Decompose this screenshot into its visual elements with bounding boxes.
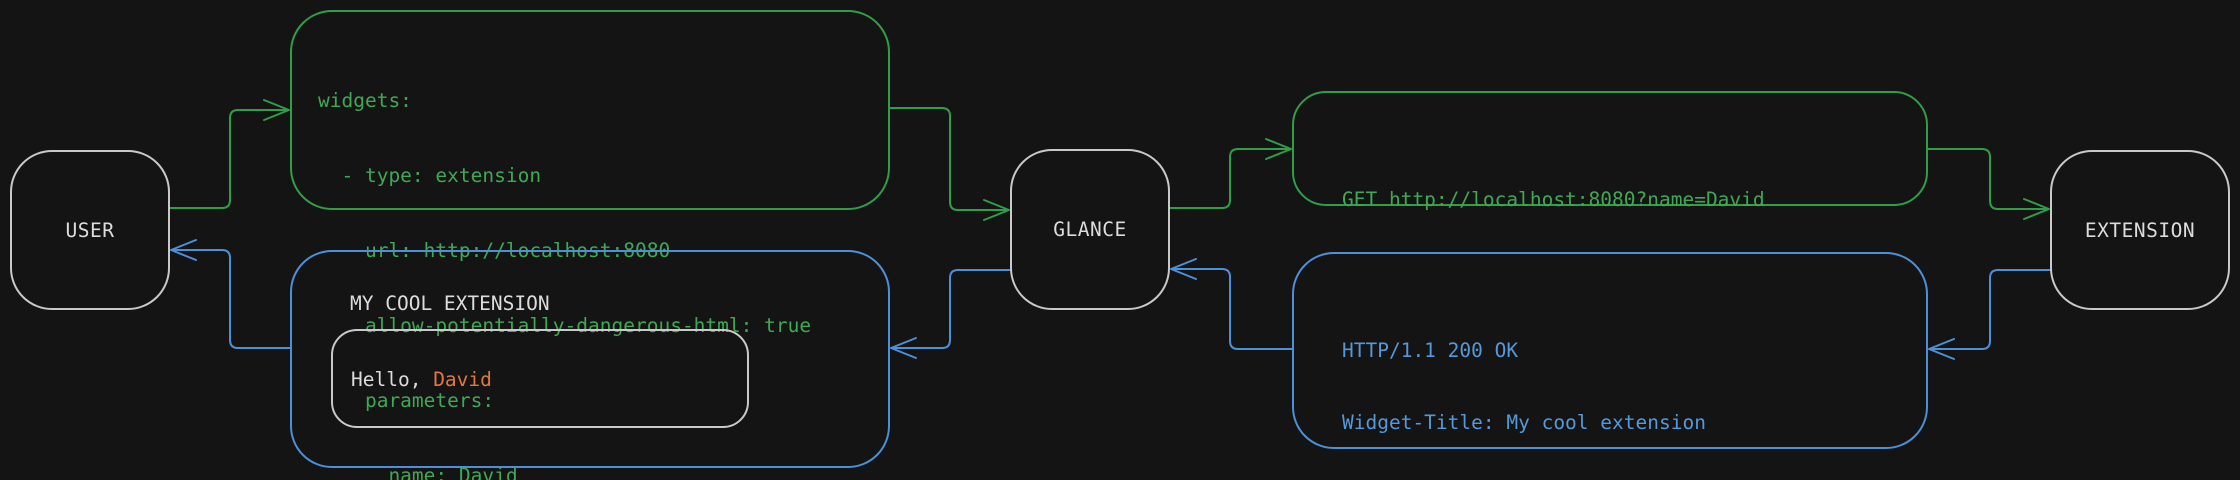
node-user-label: USER	[65, 218, 115, 242]
arrow-user-to-config	[169, 99, 290, 209]
widget-inner-card	[331, 329, 749, 428]
arrow-response-to-glance	[1170, 258, 1293, 350]
greeting-name: David	[433, 368, 492, 391]
http-request-box	[1292, 91, 1928, 206]
node-user: USER	[10, 150, 170, 310]
arrow-config-to-glance	[889, 107, 1010, 221]
node-glance-label: GLANCE	[1053, 218, 1127, 241]
code-line: GET http://localhost:8080?name=David	[1342, 188, 1765, 211]
widget-title: MY COOL EXTENSION	[350, 292, 550, 315]
code-line: HTTP/1.1 200 OK	[1342, 339, 1519, 362]
arrow-widget-to-user	[170, 239, 291, 349]
code-line: name: David	[318, 464, 518, 480]
arrow-extension-to-response	[1928, 269, 2051, 360]
code-line: widgets:	[318, 89, 412, 112]
http-request-code: GET http://localhost:8080?name=David	[1342, 137, 1765, 262]
arrow-request-to-extension	[1927, 148, 2050, 220]
greeting-prefix: Hello,	[351, 368, 434, 391]
http-response-box	[1292, 252, 1928, 449]
code-line: allow-potentially-dangerous-html: true	[318, 314, 812, 337]
code-line: Widget-Title: My cool extension	[1342, 411, 1706, 434]
arrow-glance-to-request	[1169, 138, 1292, 209]
http-response-code: HTTP/1.1 200 OK Widget-Title: My cool ex…	[1342, 291, 1894, 480]
config-yaml-box	[290, 10, 890, 210]
arrow-glance-to-widget	[890, 269, 1011, 359]
code-line: parameters:	[318, 389, 495, 412]
node-extension-label: EXTENSION	[2084, 218, 2196, 242]
widget-greeting: Hello, David	[351, 367, 492, 392]
node-glance: GLANCE	[1010, 149, 1170, 310]
rendered-widget-box	[290, 250, 890, 468]
code-line: - type: extension	[318, 164, 542, 187]
node-extension: EXTENSION	[2050, 150, 2230, 310]
